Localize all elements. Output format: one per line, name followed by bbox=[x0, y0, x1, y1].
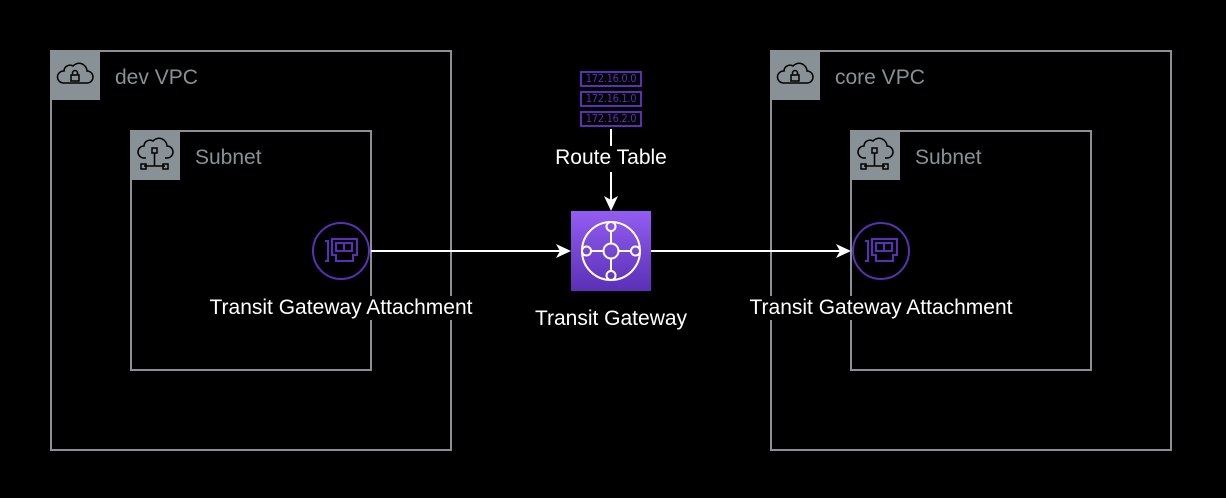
vpc-tile bbox=[770, 50, 820, 100]
edge-route-table-to-tgw bbox=[604, 129, 618, 211]
subnet-cloud-network-icon bbox=[857, 137, 894, 170]
route-table-icon: 172.16.0.0 172.16.1.0 172.16.2.0 bbox=[580, 71, 642, 131]
route-table-row: 172.16.0.0 bbox=[580, 71, 642, 87]
group-label: Subnet bbox=[195, 146, 262, 169]
transit-gateway-icon bbox=[581, 221, 641, 281]
vpc-cloud-lock-icon bbox=[776, 62, 814, 84]
group-label: Subnet bbox=[915, 146, 982, 169]
core-subnet-group: Subnet bbox=[850, 130, 1092, 371]
vpc-tile bbox=[50, 50, 100, 100]
group-label: core VPC bbox=[835, 66, 925, 89]
edge-tgw-to-core-attachment bbox=[651, 244, 851, 258]
arrowhead bbox=[836, 244, 851, 258]
transit-gateway-label: Transit Gateway bbox=[511, 307, 711, 331]
transit-gateway-node[interactable] bbox=[571, 211, 651, 291]
route-table-row: 172.16.2.0 bbox=[580, 111, 642, 127]
dev-attachment-label: Transit Gateway Attachment bbox=[188, 296, 494, 320]
network-interface-icon[interactable] bbox=[311, 221, 371, 281]
vpc-cloud-lock-icon bbox=[56, 62, 94, 84]
subnet-tile bbox=[130, 130, 180, 180]
edge-dev-attachment-to-tgw bbox=[371, 244, 571, 258]
subnet-cloud-network-icon bbox=[137, 137, 174, 170]
subnet-tile bbox=[850, 130, 900, 180]
route-table-label: Route Table bbox=[541, 146, 681, 170]
group-label: dev VPC bbox=[115, 66, 198, 89]
arrowhead bbox=[556, 244, 571, 258]
network-interface-icon[interactable] bbox=[851, 221, 911, 281]
route-table-row: 172.16.1.0 bbox=[580, 91, 642, 107]
arrowhead bbox=[604, 196, 618, 211]
core-attachment-label: Transit Gateway Attachment bbox=[728, 296, 1034, 320]
